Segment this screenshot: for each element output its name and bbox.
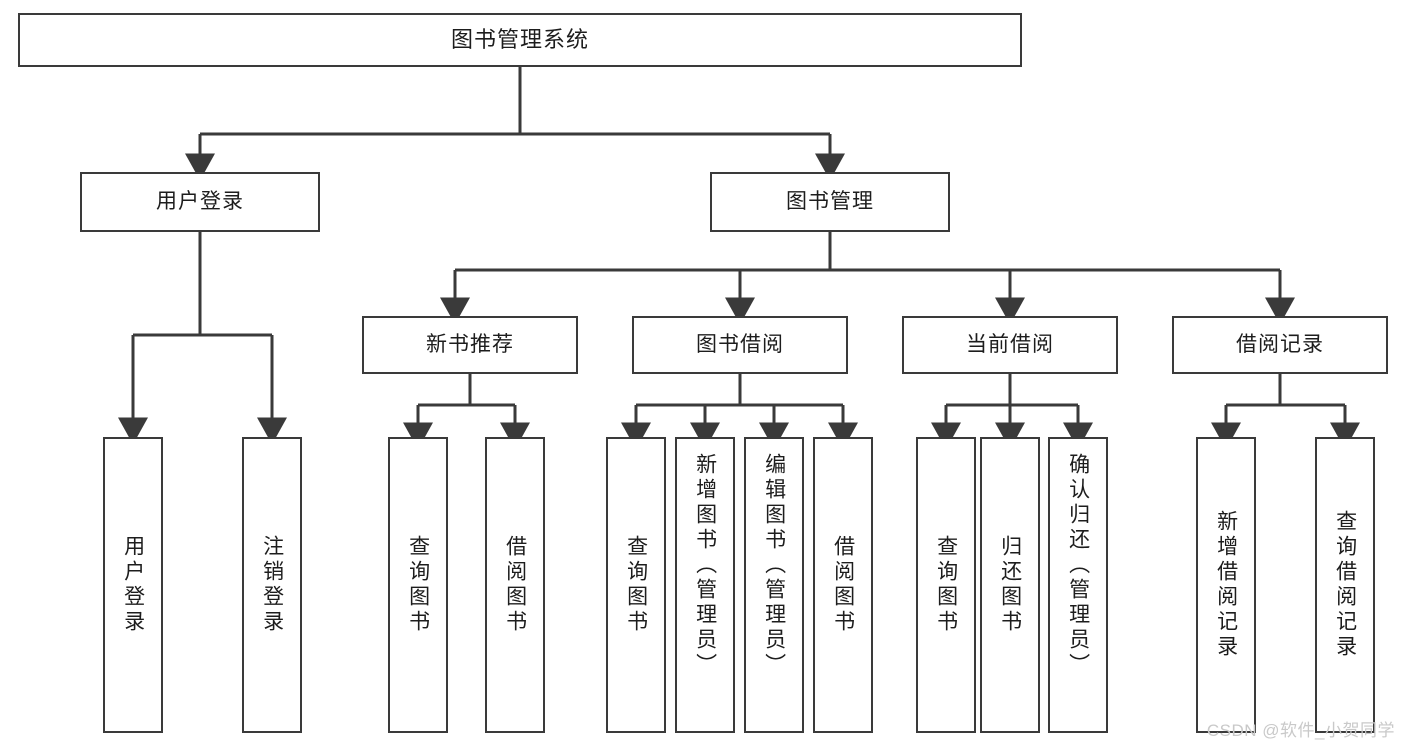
leaf-return-book[interactable]: 归还图书 <box>980 437 1040 733</box>
node-root[interactable]: 图书管理系统 <box>18 13 1022 67</box>
leaf-borrow-book-new[interactable]: 借阅图书 <box>485 437 545 733</box>
node-user-login-label: 用户登录 <box>156 189 244 213</box>
node-user-login[interactable]: 用户登录 <box>80 172 320 232</box>
node-current-borrow-label: 当前借阅 <box>966 332 1054 356</box>
leaf-query-book-new[interactable]: 查询图书 <box>388 437 448 733</box>
watermark: CSDN @软件_小贺同学 <box>1206 721 1395 740</box>
node-borrow-record-label: 借阅记录 <box>1236 332 1324 356</box>
leaf-query-borrow-record-label: 查询借阅记录 <box>1333 510 1357 660</box>
leaf-add-borrow-record[interactable]: 新增借阅记录 <box>1196 437 1256 733</box>
node-borrow-record[interactable]: 借阅记录 <box>1172 316 1388 374</box>
node-book-borrow-label: 图书借阅 <box>696 332 784 356</box>
leaf-edit-book-admin-label: 编辑图书（管理员） <box>762 453 786 678</box>
leaf-logout[interactable]: 注销登录 <box>242 437 302 733</box>
leaf-query-book-borrow[interactable]: 查询图书 <box>606 437 666 733</box>
leaf-return-book-label: 归还图书 <box>998 535 1022 635</box>
node-root-label: 图书管理系统 <box>450 26 589 52</box>
node-current-borrow[interactable]: 当前借阅 <box>902 316 1118 374</box>
node-book-management[interactable]: 图书管理 <box>710 172 950 232</box>
leaf-logout-label: 注销登录 <box>260 535 284 635</box>
leaf-borrow-book-borrow[interactable]: 借阅图书 <box>813 437 873 733</box>
leaf-query-borrow-record[interactable]: 查询借阅记录 <box>1315 437 1375 733</box>
node-new-book-recommend[interactable]: 新书推荐 <box>362 316 578 374</box>
leaf-query-book-current[interactable]: 查询图书 <box>916 437 976 733</box>
leaf-confirm-return-admin[interactable]: 确认归还（管理员） <box>1048 437 1108 733</box>
leaf-borrow-book-new-label: 借阅图书 <box>503 535 527 635</box>
leaf-query-book-borrow-label: 查询图书 <box>624 535 648 635</box>
leaf-add-book-admin-label: 新增图书（管理员） <box>693 453 717 678</box>
leaf-borrow-book-borrow-label: 借阅图书 <box>831 535 855 635</box>
node-book-management-label: 图书管理 <box>786 189 874 213</box>
leaf-query-book-current-label: 查询图书 <box>934 535 958 635</box>
leaf-add-borrow-record-label: 新增借阅记录 <box>1214 510 1238 660</box>
leaf-query-book-new-label: 查询图书 <box>406 535 430 635</box>
leaf-user-login-label: 用户登录 <box>121 535 145 635</box>
leaf-edit-book-admin[interactable]: 编辑图书（管理员） <box>744 437 804 733</box>
leaf-confirm-return-admin-label: 确认归还（管理员） <box>1066 453 1090 678</box>
node-book-borrow[interactable]: 图书借阅 <box>632 316 848 374</box>
leaf-user-login[interactable]: 用户登录 <box>103 437 163 733</box>
leaf-add-book-admin[interactable]: 新增图书（管理员） <box>675 437 735 733</box>
node-new-book-recommend-label: 新书推荐 <box>426 332 514 356</box>
